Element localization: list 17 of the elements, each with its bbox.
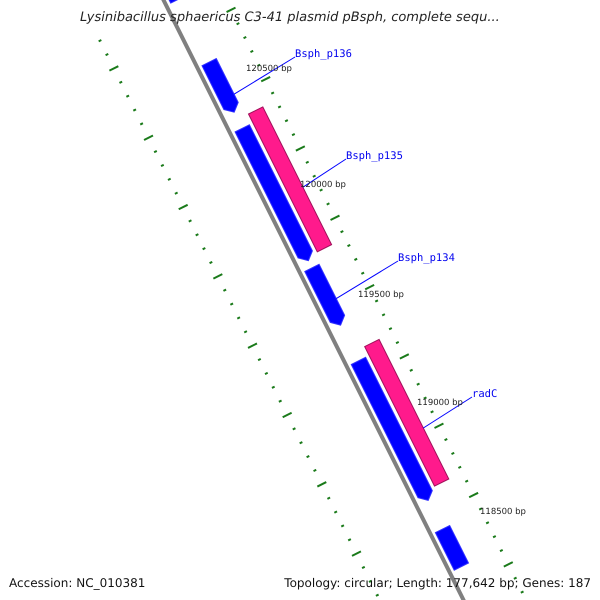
position-label: 119500 bp: [358, 290, 404, 300]
leader-line: [422, 396, 472, 428]
position-label: 118500 bp: [480, 507, 526, 517]
accession-label: Accession: NC_010381: [9, 576, 146, 590]
summary-label: Topology: circular; Length: 177,642 bp; Genes: 187: [284, 576, 591, 590]
gene-label: Bsph_p134: [398, 252, 455, 264]
gene-bar: [304, 264, 346, 326]
leader-line: [234, 56, 296, 95]
gene-bar: [434, 524, 470, 571]
gene-bar: [201, 58, 239, 113]
gene-label: radC: [472, 388, 498, 400]
leader-line: [336, 260, 398, 300]
gene-label: Bsph_p136: [295, 48, 352, 60]
gene-bar: [248, 106, 332, 252]
position-label: 119000 bp: [417, 398, 463, 408]
gene-label: Bsph_p135: [346, 150, 403, 162]
gene-bar: [364, 338, 450, 487]
